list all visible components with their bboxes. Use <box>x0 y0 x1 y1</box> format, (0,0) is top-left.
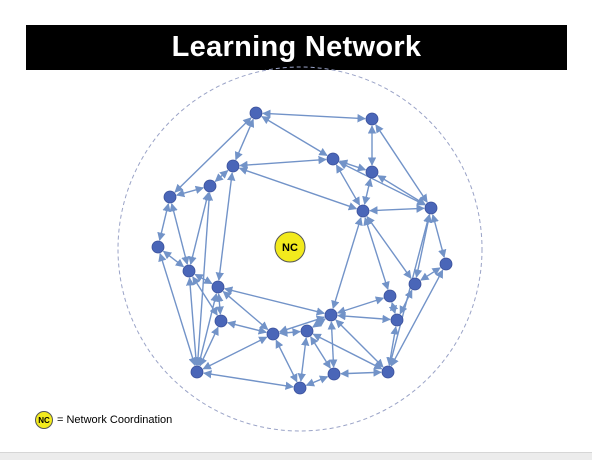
network-node-16 <box>390 313 404 327</box>
network-edge-3 <box>261 115 328 157</box>
bottom-bar <box>0 452 592 460</box>
legend: NC = Network Coordination <box>35 409 172 431</box>
center-node-label: NC <box>282 242 298 254</box>
network-node-15 <box>324 308 338 322</box>
network-edge-1 <box>234 118 255 161</box>
center-node: NC <box>274 231 306 263</box>
network-node-17 <box>214 314 228 328</box>
network-node-3 <box>226 159 240 173</box>
network-edge-43 <box>387 213 432 367</box>
network-edge-38 <box>388 301 399 315</box>
network-edge-0 <box>262 109 366 123</box>
network-edge-31 <box>275 339 298 383</box>
network-edge-8 <box>239 155 327 170</box>
network-edge-9 <box>214 170 229 182</box>
network-node-23 <box>293 381 307 395</box>
network-edge-55 <box>363 216 390 291</box>
network-edge-46 <box>430 213 447 259</box>
network-edge-53 <box>340 368 382 378</box>
network-edge-34 <box>337 311 391 324</box>
network-edge-37 <box>336 296 385 315</box>
network-edge-54 <box>203 370 294 390</box>
network-edge-2 <box>174 117 252 193</box>
network-edge-12 <box>362 178 373 205</box>
network-node-19 <box>300 324 314 338</box>
network-node-13 <box>211 280 225 294</box>
network-edge-10 <box>215 172 236 281</box>
network-edge-11 <box>238 166 358 211</box>
network-edge-23 <box>193 192 214 366</box>
network-node-12 <box>408 277 422 291</box>
network-edge-17 <box>169 202 190 266</box>
network-edge-51 <box>312 333 383 370</box>
network-edge-57 <box>196 292 219 367</box>
network-node-8 <box>424 201 438 215</box>
network-node-5 <box>203 179 217 193</box>
network-edge-39 <box>331 216 363 310</box>
network-edge-42 <box>413 214 433 278</box>
network-node-10 <box>439 257 453 271</box>
legend-nc-badge: NC <box>35 411 53 429</box>
network-edge-29 <box>202 336 268 370</box>
network-edge-41 <box>369 204 425 215</box>
network-node-4 <box>365 165 379 179</box>
edge-group <box>157 109 447 390</box>
network-node-18 <box>266 327 280 341</box>
network-edge-56 <box>338 161 426 206</box>
center-node-circle <box>274 231 306 263</box>
network-node-2 <box>326 152 340 166</box>
slide-title: Learning Network <box>171 31 422 63</box>
network-edge-18 <box>162 250 185 268</box>
network-boundary <box>117 66 483 432</box>
network-node-21 <box>327 367 341 381</box>
network-edge-50 <box>297 337 310 382</box>
network-edge-45 <box>390 269 444 367</box>
network-node-11 <box>182 264 196 278</box>
network-edge-44 <box>420 267 441 281</box>
network-node-20 <box>190 365 204 379</box>
network-edge-25 <box>223 286 326 316</box>
network-edge-47 <box>399 289 413 315</box>
network-node-0 <box>249 106 263 120</box>
network-edge-16 <box>157 202 171 242</box>
network-edge-33 <box>278 315 326 334</box>
network-edge-30 <box>279 328 301 337</box>
network-node-14 <box>383 289 397 303</box>
network-node-22 <box>381 365 395 379</box>
network-edge-14 <box>175 185 205 198</box>
title-bar: Learning Network <box>26 25 567 70</box>
network-node-9 <box>151 240 165 254</box>
network-edge-13 <box>377 175 426 205</box>
network-edge-40 <box>366 216 412 279</box>
network-node-7 <box>356 204 370 218</box>
network-node-1 <box>365 112 379 126</box>
network-edge-52 <box>305 375 329 387</box>
network-edge-36 <box>335 319 384 368</box>
network-edge-48 <box>386 326 399 366</box>
network-edge-28 <box>226 320 268 335</box>
node-group <box>151 106 453 395</box>
legend-text: = Network Coordination <box>57 414 173 426</box>
network-node-6 <box>163 190 177 204</box>
network-edge-24 <box>215 293 224 315</box>
